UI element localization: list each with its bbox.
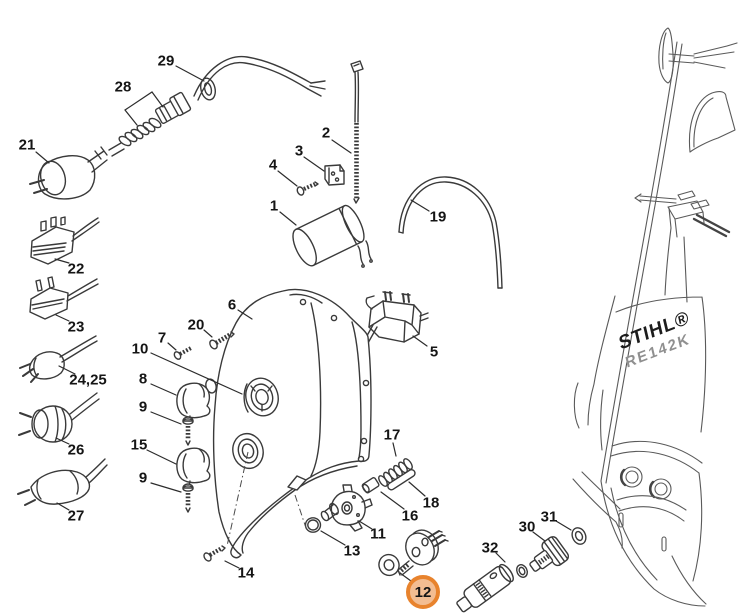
- screw-14-drawing: [203, 545, 226, 562]
- plug-26-drawing: [18, 392, 100, 443]
- part-label-29[interactable]: 29: [157, 52, 175, 70]
- part-label-32[interactable]: 32: [481, 539, 499, 557]
- part-label-22[interactable]: 22: [67, 260, 85, 278]
- grommet-29-drawing: [200, 77, 216, 101]
- leader-lines: [35, 65, 572, 582]
- part-label-9b[interactable]: 9: [138, 469, 148, 487]
- machine-silhouette: [572, 27, 738, 607]
- part-label-16[interactable]: 16: [401, 507, 419, 525]
- part-label-17[interactable]: 17: [383, 426, 401, 444]
- pin-18-drawing: [387, 468, 416, 491]
- cover-6-drawing: [212, 288, 372, 559]
- part-label-8[interactable]: 8: [138, 370, 148, 388]
- switch-5-drawing: [363, 291, 429, 345]
- part-label-23[interactable]: 23: [67, 318, 85, 336]
- plug-24-25-drawing: [19, 335, 98, 383]
- screw-20-drawing: [209, 331, 235, 350]
- part-label-12[interactable]: 12: [406, 575, 440, 609]
- part-label-26[interactable]: 26: [67, 441, 85, 459]
- coupling-32-drawing: [456, 563, 514, 613]
- part-label-24-25[interactable]: 24,25: [69, 371, 107, 389]
- part-label-2[interactable]: 2: [321, 124, 331, 142]
- oring-13-drawing: [304, 517, 322, 533]
- part-label-3[interactable]: 3: [294, 142, 304, 160]
- part-label-13[interactable]: 13: [343, 542, 361, 560]
- part-label-31[interactable]: 31: [540, 508, 558, 526]
- screw-9-lower-drawing: [182, 483, 194, 513]
- plug-23-drawing: [29, 276, 99, 320]
- part-label-10[interactable]: 10: [131, 340, 149, 358]
- connector-30-drawing: [529, 536, 570, 572]
- centerlines: [226, 451, 308, 547]
- part-label-30[interactable]: 30: [518, 518, 536, 536]
- knob-15-drawing: [176, 447, 211, 487]
- plug-27-drawing: [17, 458, 108, 506]
- plug-21-drawing: [29, 146, 108, 200]
- part-label-5[interactable]: 5: [429, 343, 439, 361]
- part-label-20[interactable]: 20: [187, 316, 205, 334]
- part-label-4[interactable]: 4: [268, 156, 278, 174]
- part-label-14[interactable]: 14: [237, 564, 255, 582]
- washer-31-drawing: [571, 527, 587, 545]
- plug-22-drawing: [30, 216, 100, 265]
- cable-tie-2-drawing: [350, 60, 364, 204]
- part-label-9a[interactable]: 9: [138, 398, 148, 416]
- part-label-19[interactable]: 19: [429, 208, 447, 226]
- screw-7-drawing: [173, 346, 192, 360]
- knob-8-drawing: [176, 382, 211, 422]
- power-cable-drawing: [193, 55, 326, 101]
- capacitor-1-drawing: [292, 204, 373, 268]
- part-label-27[interactable]: 27: [67, 507, 85, 525]
- valve-11-drawing: [320, 484, 373, 532]
- cable-gland-28-drawing: [108, 91, 192, 157]
- part-label-7[interactable]: 7: [157, 329, 167, 347]
- clamp-3-drawing: [324, 164, 345, 186]
- part-label-6[interactable]: 6: [227, 296, 237, 314]
- part-label-11[interactable]: 11: [370, 525, 386, 543]
- rotary-knob-12-drawing: [378, 529, 449, 577]
- part-label-15[interactable]: 15: [130, 436, 148, 454]
- part-label-21[interactable]: 21: [18, 136, 36, 154]
- part-label-1[interactable]: 1: [269, 197, 279, 215]
- screw-4-drawing: [296, 181, 319, 196]
- oring-32-drawing: [516, 564, 528, 578]
- sleeve-16-drawing: [361, 477, 380, 494]
- part-label-28[interactable]: 28: [114, 78, 132, 96]
- screw-9-upper-drawing: [182, 416, 194, 446]
- hose-19-drawing: [398, 176, 503, 289]
- part-label-18[interactable]: 18: [422, 494, 440, 512]
